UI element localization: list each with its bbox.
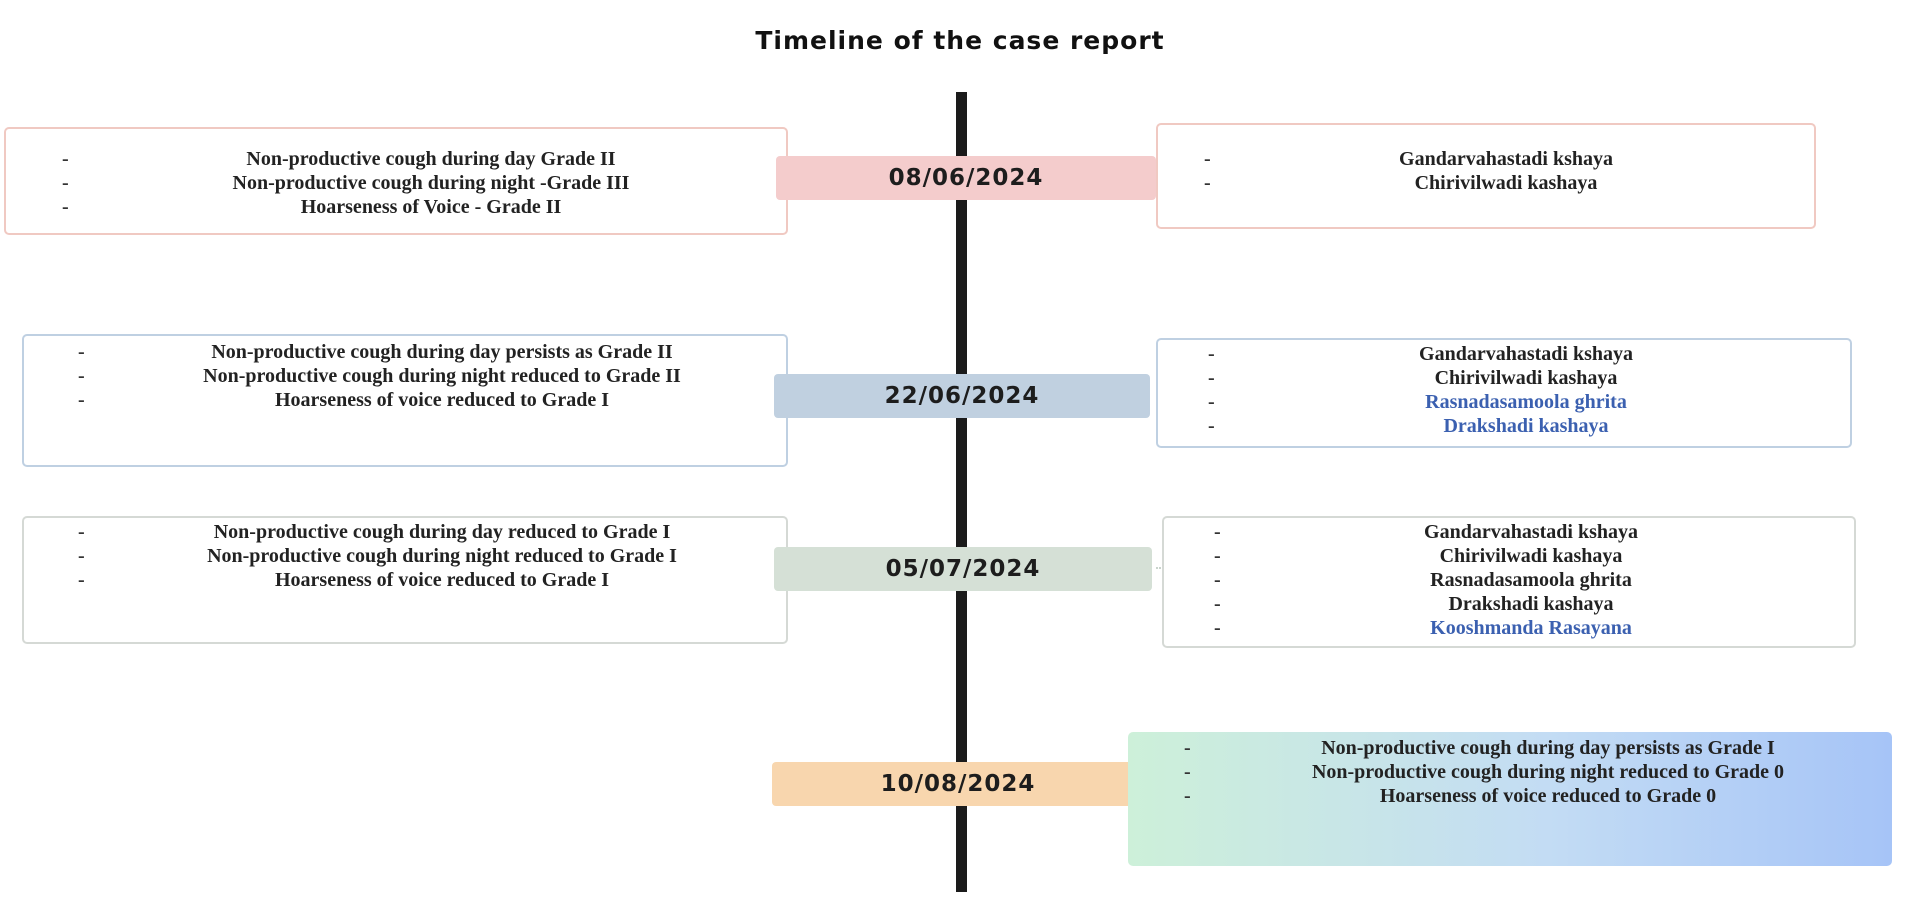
symptom-item: Non-productive cough during day reduced … xyxy=(78,520,772,544)
treatment-item: Chirivilwadi kashaya xyxy=(1208,366,1810,390)
symptom-item: Hoarseness of voice reduced to Grade I xyxy=(78,388,772,412)
symptoms-box-2: Non-productive cough during day persists… xyxy=(22,334,788,467)
symptom-item: Non-productive cough during day Grade II xyxy=(62,147,766,171)
treatment-item: Gandarvahastadi kshaya xyxy=(1204,147,1774,171)
diagram-title: Timeline of the case report xyxy=(755,26,1165,55)
treatment-box-2: Gandarvahastadi kshaya Chirivilwadi kash… xyxy=(1156,338,1852,448)
symptom-item: Non-productive cough during day persists… xyxy=(78,340,772,364)
date-badge-1: 08/06/2024 xyxy=(776,156,1156,200)
outcome-item: Hoarseness of voice reduced to Grade 0 xyxy=(1184,784,1878,808)
outcome-box: Non-productive cough during day persists… xyxy=(1128,732,1892,866)
symptom-item: Non-productive cough during night -Grade… xyxy=(62,171,766,195)
timeline-axis xyxy=(956,92,967,892)
date-badge-3: 05/07/2024 xyxy=(774,547,1152,591)
treatment-item-new: Kooshmanda Rasayana xyxy=(1214,616,1814,640)
symptom-item: Hoarseness of Voice - Grade II xyxy=(62,195,766,219)
treatment-box-3: Gandarvahastadi kshaya Chirivilwadi kash… xyxy=(1162,516,1856,648)
treatment-item: Gandarvahastadi kshaya xyxy=(1208,342,1810,366)
symptom-item: Non-productive cough during night reduce… xyxy=(78,544,772,568)
treatment-item: Rasnadasamoola ghrita xyxy=(1214,568,1814,592)
symptom-item: Hoarseness of voice reduced to Grade I xyxy=(78,568,772,592)
symptoms-box-1: Non-productive cough during day Grade II… xyxy=(4,127,788,235)
date-badge-2: 22/06/2024 xyxy=(774,374,1150,418)
symptom-item: Non-productive cough during night reduce… xyxy=(78,364,772,388)
treatment-item-new: Rasnadasamoola ghrita xyxy=(1208,390,1810,414)
treatment-item: Drakshadi kashaya xyxy=(1214,592,1814,616)
symptoms-box-3: Non-productive cough during day reduced … xyxy=(22,516,788,644)
outcome-item: Non-productive cough during night reduce… xyxy=(1184,760,1878,784)
treatment-box-1: Gandarvahastadi kshaya Chirivilwadi kash… xyxy=(1156,123,1816,229)
treatment-item-new: Drakshadi kashaya xyxy=(1208,414,1810,438)
treatment-item: Gandarvahastadi kshaya xyxy=(1214,520,1814,544)
outcome-item: Non-productive cough during day persists… xyxy=(1184,736,1878,760)
date-badge-4: 10/08/2024 xyxy=(772,762,1144,806)
treatment-item: Chirivilwadi kashaya xyxy=(1204,171,1774,195)
treatment-item: Chirivilwadi kashaya xyxy=(1214,544,1814,568)
